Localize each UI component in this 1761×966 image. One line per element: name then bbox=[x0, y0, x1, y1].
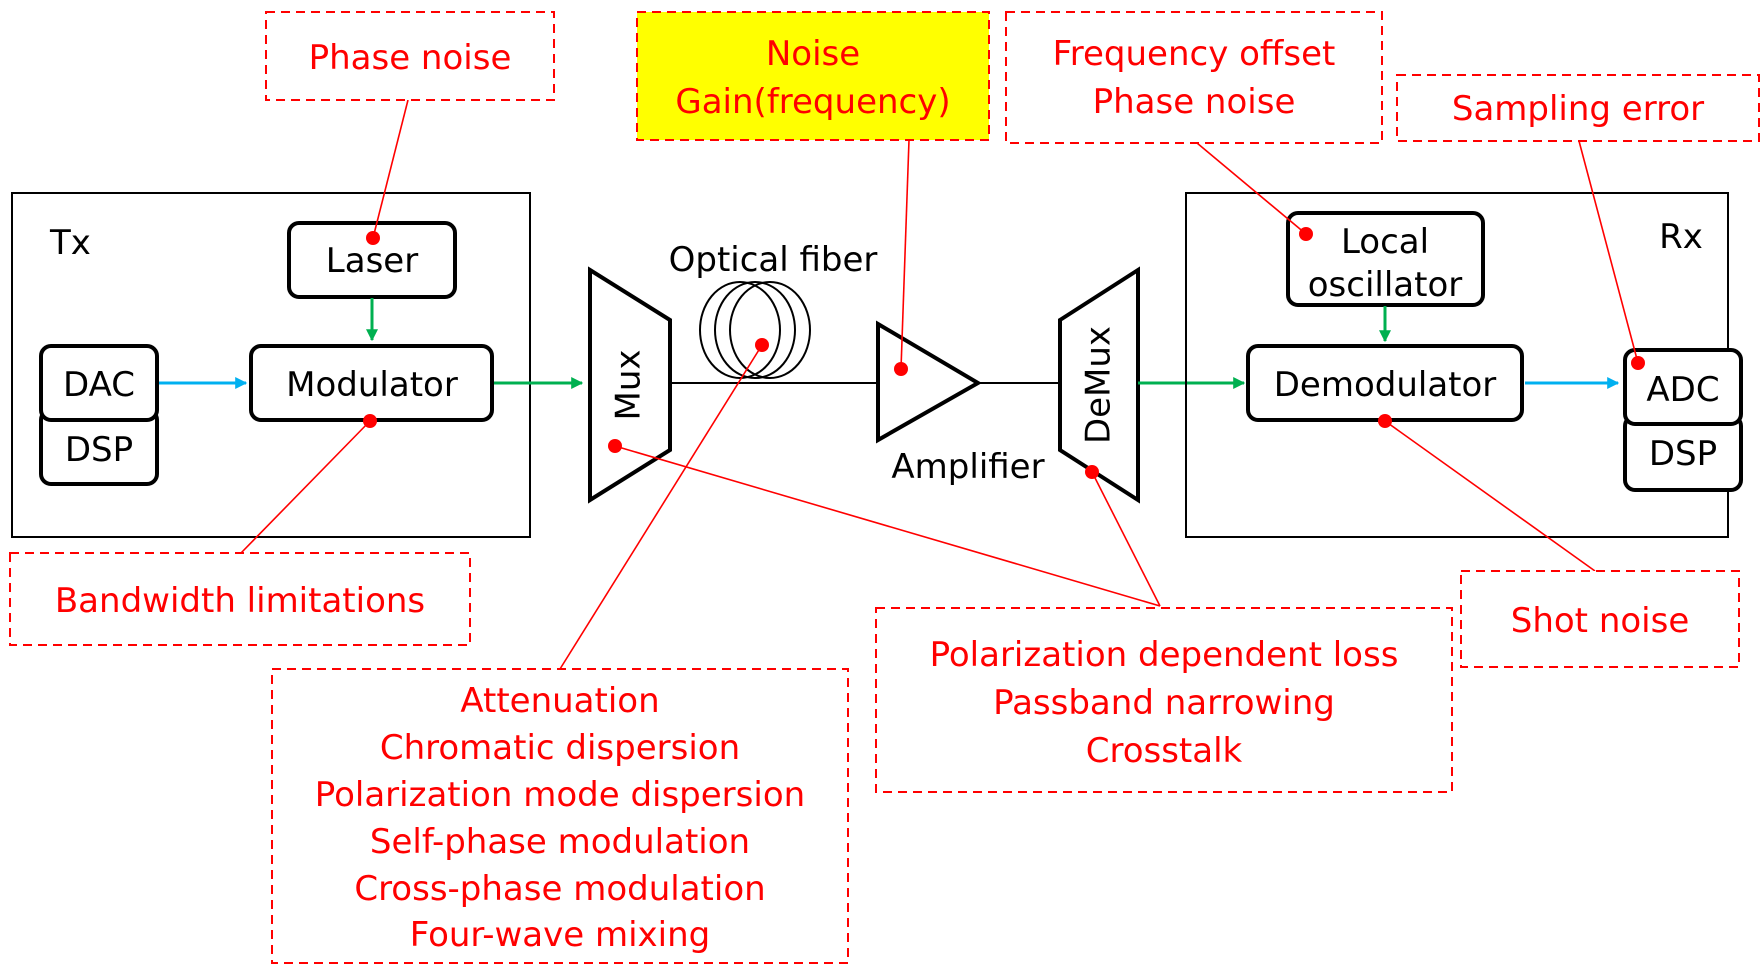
note-fiber-line4: Self-phase modulation bbox=[370, 822, 750, 862]
laser-label: Laser bbox=[326, 241, 418, 281]
note-fiber-line5: Cross-phase modulation bbox=[354, 869, 765, 909]
modulator-label: Modulator bbox=[286, 365, 458, 405]
demodulator-block: Demodulator bbox=[1246, 344, 1524, 422]
impairment-dots bbox=[363, 227, 1645, 479]
mux-dot bbox=[608, 439, 622, 453]
amplifier-label: Amplifier bbox=[891, 447, 1044, 487]
modulator-block: Modulator bbox=[249, 344, 494, 422]
mux-block: Mux bbox=[588, 266, 672, 504]
fiber-label: Optical fiber bbox=[669, 240, 878, 280]
rx-title: Rx bbox=[1659, 217, 1703, 257]
note-fiber-line3: Polarization mode dispersion bbox=[315, 775, 805, 815]
amplifier-dot bbox=[894, 362, 908, 376]
note-fiber-line1: Attenuation bbox=[460, 681, 659, 721]
note-local-oscillator: Frequency offset Phase noise bbox=[1005, 11, 1383, 144]
dac-block: DAC bbox=[39, 344, 159, 422]
demux-dot bbox=[1085, 465, 1099, 479]
laser-dot bbox=[366, 231, 380, 245]
rx-dsp-label: DSP bbox=[1649, 434, 1717, 474]
fiber-dot bbox=[755, 338, 769, 352]
demux-block: DeMux bbox=[1058, 266, 1140, 504]
note-lo-line1: Frequency offset bbox=[1053, 34, 1336, 74]
laser-block: Laser bbox=[287, 221, 457, 299]
note-lo-line2: Phase noise bbox=[1093, 82, 1296, 122]
demux-label: DeMux bbox=[1079, 326, 1119, 444]
note-modulator-line1: Bandwidth limitations bbox=[55, 581, 425, 621]
tx-title: Tx bbox=[49, 223, 91, 263]
note-adc-line1: Sampling error bbox=[1452, 89, 1704, 129]
impairment-leader-lines bbox=[240, 99, 1639, 670]
local-oscillator-label-line1: Local bbox=[1341, 222, 1429, 262]
note-demodulator-line1: Shot noise bbox=[1511, 601, 1690, 641]
note-muxdemux-line3: Crosstalk bbox=[1086, 731, 1243, 771]
adc-label: ADC bbox=[1646, 370, 1719, 410]
note-fiber-line2: Chromatic dispersion bbox=[380, 728, 740, 768]
tx-frame bbox=[11, 192, 531, 538]
note-laser-line1: Phase noise bbox=[309, 38, 512, 78]
note-laser: Phase noise bbox=[265, 11, 555, 101]
amplifier-block bbox=[876, 320, 982, 444]
fiber-coil-icon bbox=[699, 281, 811, 379]
demodulator-label: Demodulator bbox=[1274, 365, 1497, 405]
note-fiber-line6: Four-wave mixing bbox=[410, 915, 711, 955]
note-adc: Sampling error bbox=[1396, 74, 1760, 142]
note-amplifier-line1: Noise bbox=[766, 34, 860, 74]
local-oscillator-dot bbox=[1299, 227, 1313, 241]
note-muxdemux-line2: Passband narrowing bbox=[993, 683, 1335, 723]
local-oscillator-label-line2: oscillator bbox=[1308, 265, 1463, 305]
adc-block: ADC bbox=[1623, 348, 1743, 426]
demodulator-dot bbox=[1378, 414, 1392, 428]
note-mux-demux: Polarization dependent loss Passband nar… bbox=[875, 607, 1453, 793]
mux-label: Mux bbox=[609, 349, 649, 420]
note-muxdemux-line1: Polarization dependent loss bbox=[930, 635, 1399, 675]
adc-dot bbox=[1631, 356, 1645, 370]
note-demodulator: Shot noise bbox=[1460, 570, 1740, 668]
note-modulator: Bandwidth limitations bbox=[9, 552, 471, 646]
note-amplifier: Noise Gain(frequency) bbox=[636, 11, 990, 141]
note-amplifier-line2: Gain(frequency) bbox=[675, 82, 950, 122]
dac-label: DAC bbox=[63, 365, 135, 405]
note-fiber: Attenuation Chromatic dispersion Polariz… bbox=[271, 668, 849, 964]
tx-dsp-label: DSP bbox=[65, 430, 133, 470]
local-oscillator-block: Local oscillator bbox=[1286, 211, 1485, 307]
modulator-dot bbox=[363, 414, 377, 428]
rx-dsp-block: DSP bbox=[1623, 414, 1743, 492]
